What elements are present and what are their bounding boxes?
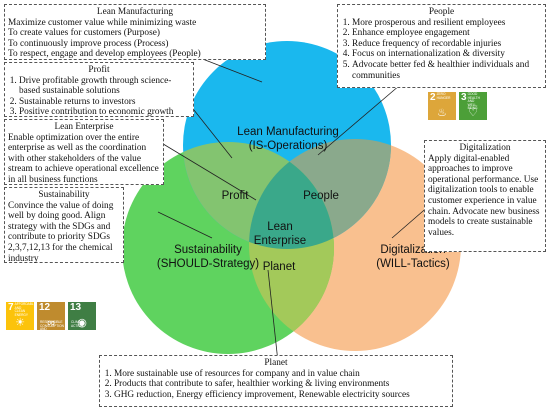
digitalization-box: Digitalization Apply digital-enabled app…	[424, 140, 546, 252]
sustainability-box-text: Convince the value of doing well by doin…	[8, 200, 114, 264]
lean-enterprise-box-title: Lean Enterprise	[54, 122, 114, 132]
eye-earth-icon: ◉	[77, 317, 87, 329]
digitalization-label: Digitalization (WILL-Tactics)	[358, 243, 468, 271]
lean-manufacturing-label-line1: Lean Manufacturing	[237, 126, 339, 138]
sdg-2-zero-hunger-tile: 2Zero hunger ♨	[428, 92, 456, 120]
sdg-2-label: Zero hunger	[436, 92, 451, 100]
sdg-13-climate-action-tile: 13Climate action ◉	[68, 302, 96, 330]
profit-box: Profit Drive profitable growth through s…	[4, 62, 194, 117]
infinity-icon: ∞	[47, 317, 55, 329]
sun-power-icon: ☀	[15, 317, 25, 329]
people-item-5: Advocate better fed & healthier individu…	[352, 60, 542, 81]
planet-box: Planet More sustainable use of resources…	[99, 355, 453, 407]
people-box: People More prosperous and resilient emp…	[337, 4, 546, 88]
sustainability-box-title: Sustainability	[38, 190, 90, 200]
sdg-13-label: Climate action	[71, 320, 85, 328]
lean-enterprise-box: Lean Enterprise Enable optimization over…	[4, 119, 164, 185]
lean-manufacturing-line-3: To continuously improve process (Process…	[8, 38, 169, 49]
sdg-3-label: Good health and well-being	[467, 92, 480, 111]
bowl-icon: ♨	[437, 107, 447, 119]
people-item-2: Enhance employee engagement	[352, 28, 542, 39]
profit-label: Profit	[221, 190, 249, 202]
lean-manufacturing-box: Lean Manufacturing Maximize customer val…	[4, 4, 266, 60]
planet-item-1: More sustainable use of resources for co…	[114, 369, 449, 380]
planet-item-3: GHG reduction, Energy efficiency improve…	[114, 390, 449, 401]
lean-enterprise-label-line2: Enterprise	[253, 235, 307, 247]
sdg-7-clean-energy-tile: 7Affordable and clean energy ☀	[6, 302, 36, 330]
profit-box-title: Profit	[88, 65, 110, 75]
lean-enterprise-box-text: Enable optimization over the entire ente…	[8, 132, 159, 185]
lean-manufacturing-label: Lean Manufacturing (IS-Operations)	[218, 125, 358, 153]
sustainability-label-line1: Sustainability	[174, 244, 242, 256]
digitalization-label-line2: (WILL-Tactics)	[376, 258, 450, 270]
sdg-2-number: 2	[430, 92, 436, 103]
lean-manufacturing-line-2: To create values for customers (Purpose)	[8, 28, 160, 39]
people-item-1: More prosperous and resilient employees	[352, 18, 542, 29]
sdg-12-number: 12	[39, 302, 51, 313]
lean-manufacturing-line-1: Maximize customer value while minimizing…	[8, 17, 197, 28]
people-box-title: People	[428, 7, 455, 17]
sdg-13-number: 13	[70, 302, 82, 313]
sdg-7-label: Affordable and clean energy	[14, 302, 36, 317]
lean-enterprise-label: Lean Enterprise	[250, 220, 310, 248]
planet-label: Planet	[262, 261, 296, 273]
planet-box-title: Planet	[264, 358, 288, 368]
lean-manufacturing-box-title: Lean Manufacturing	[96, 7, 174, 17]
lean-manufacturing-line-4: To respect, engage and develop employees…	[8, 49, 201, 60]
digitalization-box-text: Apply digital-enabled approaches to impr…	[428, 153, 540, 238]
profit-item-3: Positive contribution to economic growth	[19, 107, 190, 118]
lean-manufacturing-label-line2: (IS-Operations)	[248, 140, 328, 152]
sdg-3-number: 3	[461, 92, 467, 103]
connector-lines	[139, 57, 431, 363]
sdg-12-label: Responsible consumption and production	[40, 320, 64, 335]
lean-enterprise-overlap	[249, 142, 334, 249]
profit-item-1: Drive profitable growth through science-…	[19, 76, 190, 97]
sustainability-box: Sustainability Convince the value of doi…	[4, 187, 124, 264]
digitalization-box-title: Digitalization	[459, 143, 511, 153]
lean-enterprise-label-line1: Lean	[267, 221, 293, 233]
sustainability-label-line2: (SHOULD-Strategy)	[156, 258, 260, 270]
sdg-3-good-health-tile: 3Good health and well-being ♡	[459, 92, 487, 120]
planet-item-2: Products that contribute to safer, healt…	[114, 379, 449, 390]
people-label: People	[303, 190, 339, 202]
sustainability-label: Sustainability (SHOULD-Strategy)	[148, 243, 268, 271]
profit-item-2: Sustainable returns to investors	[19, 97, 190, 108]
people-item-4: Focus on internationalization & diversit…	[352, 49, 542, 60]
people-item-3: Reduce frequency of recordable injuries	[352, 39, 542, 50]
sdg-12-responsible-consumption-tile: 12Responsible consumption and production…	[37, 302, 65, 335]
sdg-7-number: 7	[8, 302, 14, 313]
heartbeat-icon: ♡	[468, 107, 478, 119]
